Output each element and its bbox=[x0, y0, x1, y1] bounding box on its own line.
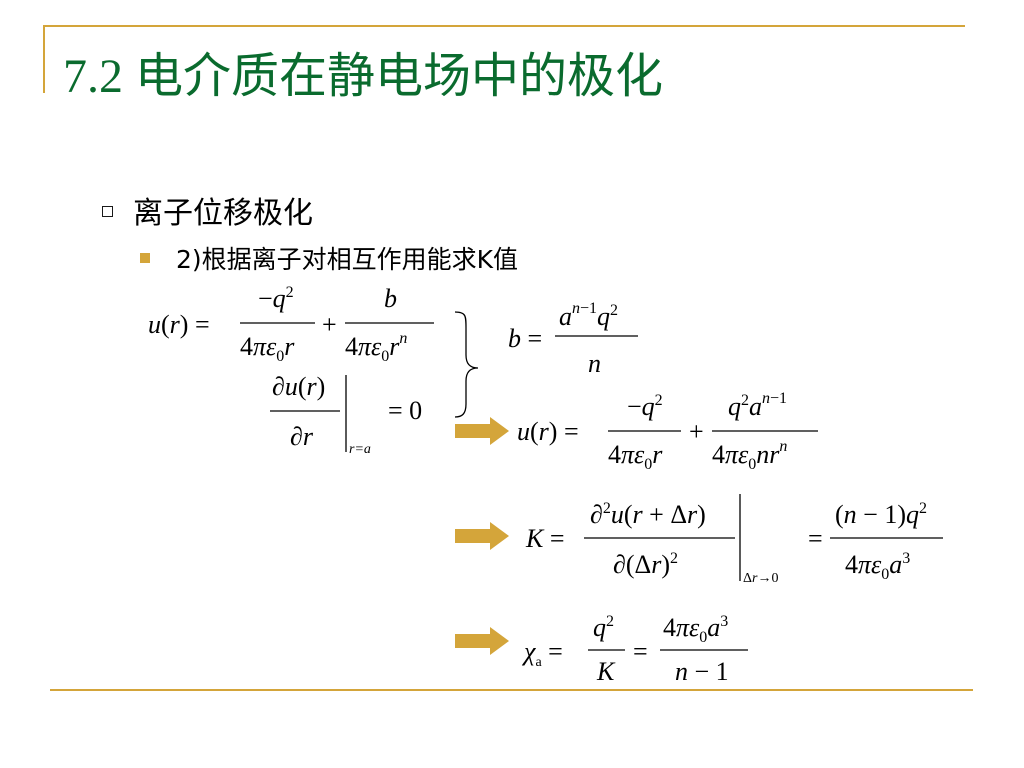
equation-potential-energy: u(r) = −q2 4πε0r + b 4πε0rn bbox=[148, 284, 434, 365]
svg-text:=: = bbox=[808, 524, 823, 553]
corner-rule-horizontal bbox=[43, 25, 965, 27]
svg-text:an−1q2: an−1q2 bbox=[559, 300, 618, 331]
svg-text:b: b bbox=[384, 284, 397, 313]
svg-text:r=a: r=a bbox=[349, 442, 371, 457]
bullet-1-text: 离子位移极化 bbox=[133, 196, 313, 231]
svg-text:q2: q2 bbox=[593, 613, 614, 642]
svg-text:4πε0r: 4πε0r bbox=[608, 440, 663, 473]
svg-text:4πε0a3: 4πε0a3 bbox=[845, 550, 910, 583]
right-brace bbox=[454, 311, 479, 418]
svg-text:n − 1: n − 1 bbox=[675, 657, 729, 686]
svg-text:u(r) =: u(r) = bbox=[148, 310, 210, 339]
right-arrow-icon bbox=[455, 522, 509, 550]
svg-text:∂2u(r + Δr): ∂2u(r + Δr) bbox=[590, 500, 706, 529]
corner-rule-vertical bbox=[43, 25, 45, 93]
svg-text:χa =: χa = bbox=[521, 637, 563, 670]
svg-text:n: n bbox=[588, 349, 601, 378]
svg-text:+: + bbox=[322, 310, 337, 339]
svg-text:4πε0nrn: 4πε0nrn bbox=[712, 438, 787, 473]
svg-text:+: + bbox=[689, 417, 704, 446]
right-arrow-icon bbox=[455, 627, 509, 655]
svg-text:q2an−1: q2an−1 bbox=[728, 390, 787, 421]
svg-text:−q2: −q2 bbox=[258, 284, 294, 313]
bullet-level-2: 2)根据离子对相互作用能求K值 bbox=[140, 240, 518, 276]
svg-text:(n − 1)q2: (n − 1)q2 bbox=[835, 500, 927, 529]
svg-text:b =: b = bbox=[508, 324, 542, 353]
square-bullet-icon bbox=[140, 253, 150, 263]
svg-text:= 0: = 0 bbox=[388, 396, 422, 425]
equation-equilibrium-condition: ∂u(r) ∂r r=a = 0 bbox=[270, 372, 422, 457]
svg-text:4πε0r: 4πε0r bbox=[240, 332, 295, 365]
svg-text:∂(Δr)2: ∂(Δr)2 bbox=[613, 550, 678, 579]
svg-text:∂u(r): ∂u(r) bbox=[272, 372, 325, 401]
svg-text:=: = bbox=[633, 637, 648, 666]
svg-text:K =: K = bbox=[525, 524, 565, 553]
equation-force-constant: K = ∂2u(r + Δr) ∂(Δr)2 Δr→0 = (n − 1)q2 … bbox=[525, 494, 943, 586]
svg-text:∂r: ∂r bbox=[290, 422, 314, 451]
bullet-2-text: 2)根据离子对相互作用能求K值 bbox=[176, 245, 519, 274]
checkbox-bullet-icon bbox=[102, 206, 113, 217]
slide-title: 7.2 电介质在静电场中的极化 bbox=[63, 50, 664, 103]
equation-b-coefficient: b = an−1q2 n bbox=[508, 300, 638, 378]
svg-text:K: K bbox=[596, 657, 616, 686]
bullet-level-1: 离子位移极化 bbox=[102, 188, 313, 232]
bottom-rule bbox=[50, 689, 973, 691]
svg-text:−q2: −q2 bbox=[627, 392, 663, 421]
svg-text:u(r) =: u(r) = bbox=[517, 417, 579, 446]
equation-polarizability: χa = q2 K = 4πε0a3 n − 1 bbox=[521, 613, 748, 686]
right-arrow-icon bbox=[455, 417, 509, 445]
equation-potential-substituted: u(r) = −q2 4πε0r + q2an−1 4πε0nrn bbox=[517, 390, 818, 473]
svg-text:4πε0a3: 4πε0a3 bbox=[663, 613, 728, 646]
svg-text:4πε0rn: 4πε0rn bbox=[345, 330, 407, 365]
svg-text:Δr→0: Δr→0 bbox=[743, 571, 778, 586]
